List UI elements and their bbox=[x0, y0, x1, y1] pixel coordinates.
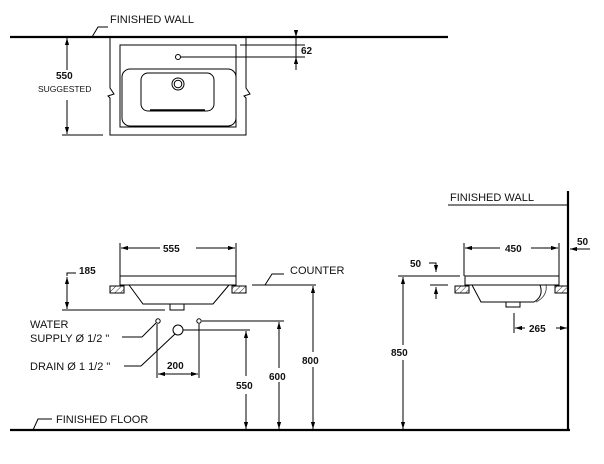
side-wall-label: FINISHED WALL bbox=[450, 192, 534, 204]
counter-label: COUNTER bbox=[290, 265, 344, 277]
drain-label: DRAIN Ø 1 1/2 " bbox=[30, 361, 110, 373]
supply-leader bbox=[141, 322, 157, 338]
side-rim-dim: 50 bbox=[410, 259, 422, 270]
floor-label: FINISHED FLOOR bbox=[56, 414, 148, 426]
side-view: FINISHED WALL 450 50 50 850 265 bbox=[391, 191, 590, 431]
side-depth-dim: 450 bbox=[505, 244, 522, 255]
drain-outer-icon bbox=[171, 77, 185, 91]
tap-offset-dim: 62 bbox=[301, 46, 313, 57]
side-drain-outlet bbox=[505, 301, 521, 308]
floor: FINISHED FLOOR bbox=[10, 414, 570, 432]
counter-section-right bbox=[231, 285, 247, 294]
dim-rim-top bbox=[429, 262, 439, 272]
counter-height-dim: 800 bbox=[302, 356, 319, 367]
water-label-1: WATER bbox=[30, 319, 69, 331]
plan-depth-note: SUGGESTED bbox=[38, 84, 91, 94]
plan-depth-dim: 550 bbox=[56, 71, 73, 82]
dim-185-hook bbox=[66, 272, 76, 276]
counter-leader bbox=[264, 273, 284, 286]
supply-right-icon bbox=[196, 318, 202, 324]
front-width-dim: 555 bbox=[163, 244, 180, 255]
drain-pipe-icon bbox=[172, 324, 184, 336]
tap-hole-icon bbox=[175, 54, 181, 60]
front-view: 555 185 COUNTER WATER SUPPLY Ø 1/2 " DRA… bbox=[30, 243, 344, 429]
drain-outlet bbox=[169, 303, 185, 311]
drain-leader bbox=[140, 333, 176, 367]
wall-leader bbox=[91, 26, 108, 38]
side-counter-left bbox=[454, 285, 470, 294]
side-counter-right bbox=[554, 285, 569, 294]
drain-height-dim: 550 bbox=[236, 381, 253, 392]
supply-left-icon bbox=[155, 318, 161, 324]
wall-gap-dim: 50 bbox=[577, 237, 589, 248]
cabinet-outline bbox=[107, 37, 251, 136]
side-basin-body bbox=[471, 284, 542, 303]
side-basin-slab bbox=[464, 275, 560, 286]
basin-rim bbox=[121, 68, 237, 127]
drain-inner-icon bbox=[173, 79, 183, 89]
side-overflow bbox=[535, 283, 547, 303]
side-height-dim: 850 bbox=[391, 348, 408, 359]
front-height-dim: 185 bbox=[79, 266, 96, 277]
drain-offset-dim: 265 bbox=[529, 324, 546, 335]
supply-spacing-dim: 200 bbox=[167, 361, 184, 372]
basin-body bbox=[128, 284, 230, 305]
basin-bowl bbox=[140, 72, 215, 112]
plan-wall-label: FINISHED WALL bbox=[110, 14, 194, 26]
floor-leader bbox=[32, 418, 52, 431]
basin-slab bbox=[119, 275, 237, 286]
supply-height-dim: 600 bbox=[269, 372, 286, 383]
counter-section-left bbox=[109, 285, 125, 294]
plan-view: FINISHED WALL 62 550 SUGGESTED bbox=[10, 14, 448, 136]
water-label-2: SUPPLY Ø 1/2 " bbox=[30, 333, 109, 345]
